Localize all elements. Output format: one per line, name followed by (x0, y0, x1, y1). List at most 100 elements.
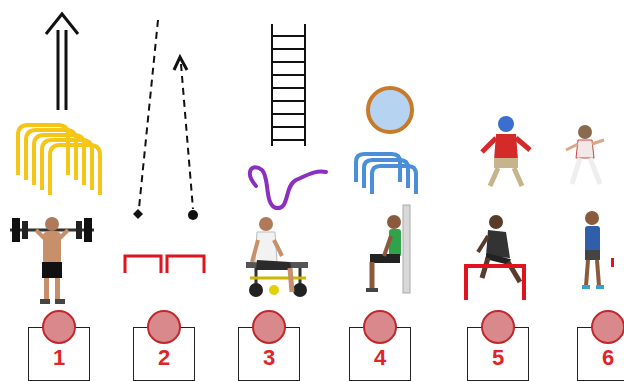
stretching-athlete (566, 125, 604, 184)
agility-ladder-part (272, 48, 305, 50)
stretching-athlete-part (578, 125, 592, 139)
wall-sit-athlete-part (370, 262, 375, 290)
red-mini-hurdles-part (125, 256, 161, 273)
standing-athlete-part (597, 260, 599, 286)
stretching-athlete-part (572, 158, 580, 184)
wall-sit-athlete (366, 205, 410, 293)
purple-band (250, 167, 326, 208)
sprint-arrow-part (65, 30, 68, 110)
jumping-athlete-part (514, 168, 522, 186)
bench-athlete-part (290, 268, 292, 292)
standing-athlete-part (585, 250, 600, 260)
station-box: 4 (349, 327, 411, 381)
wall-sit-athlete-part (387, 215, 401, 229)
station-dot (481, 310, 515, 344)
standing-athlete-part (586, 260, 588, 286)
agility-ladder-part (272, 139, 305, 141)
bench-athlete-part (249, 283, 263, 297)
weightlifter (10, 217, 94, 304)
dashed-run-lines-part (181, 64, 193, 209)
bench-athlete-part (255, 268, 258, 284)
weightlifter-part (22, 221, 28, 239)
run-markers-part (188, 210, 198, 220)
dashed-run-lines (139, 20, 193, 209)
weightlifter-part (42, 262, 62, 278)
agility-ladder-part (272, 100, 305, 102)
jumping-athlete-part (498, 116, 514, 132)
stretching-athlete-part (566, 144, 578, 150)
dashed-run-lines-part (139, 20, 158, 208)
target-circle-part (368, 88, 412, 132)
jumping-athlete-part (494, 134, 518, 160)
bench-athlete-part (255, 232, 277, 262)
red-marker (611, 258, 614, 267)
weightlifter-part (76, 221, 82, 239)
weightlifter-part (55, 299, 65, 304)
standing-athlete-part (585, 226, 600, 252)
bench-athlete-part (259, 217, 273, 231)
box-jump-athlete-part (486, 230, 510, 258)
wall-sit-athlete-part (366, 288, 378, 292)
yellow-hurdles (18, 125, 100, 195)
agility-ladder-part (272, 113, 305, 115)
station-dot (147, 310, 181, 344)
station-box: 5 (467, 327, 529, 381)
red-marker-part (611, 258, 614, 267)
bench-athlete-part (274, 240, 282, 256)
jumping-athlete-part (482, 138, 496, 152)
station-number: 5 (468, 346, 528, 370)
bench-athlete-part (256, 260, 292, 270)
station-number: 1 (29, 346, 89, 370)
red-mini-hurdles (125, 256, 204, 273)
box-jump-athlete-part (478, 236, 488, 252)
run-markers (133, 209, 198, 220)
standing-athlete (582, 211, 604, 289)
jumping-athlete-part (494, 158, 518, 168)
box-jump-athlete-part (489, 215, 503, 229)
weightlifter-part (55, 278, 60, 300)
agility-ladder-part (272, 61, 305, 63)
weightlifter-part (36, 230, 44, 238)
stretching-athlete-part (576, 140, 594, 158)
bench-athlete-part (250, 277, 306, 280)
bench-athlete (246, 217, 308, 297)
station-box: 1 (28, 327, 90, 381)
station-number: 3 (239, 346, 299, 370)
yellow-hurdles-part (50, 145, 100, 195)
bench-athlete-part (252, 240, 258, 262)
station-box: 6 (577, 327, 624, 381)
red-plyo-box-part (466, 266, 524, 300)
purple-band-part (250, 167, 326, 208)
station-dot (42, 310, 76, 344)
target-circle (368, 88, 412, 132)
weightlifter-part (60, 230, 68, 238)
run-markers-part (133, 209, 143, 219)
station-box: 3 (238, 327, 300, 381)
standing-athlete-part (596, 285, 604, 289)
agility-ladder-part (272, 87, 305, 89)
bench-athlete-part (293, 283, 307, 297)
bench-athlete-part (269, 285, 279, 295)
weightlifter-part (84, 218, 92, 242)
red-mini-hurdles-part (167, 256, 204, 273)
standing-athlete-part (585, 211, 599, 225)
stretching-athlete-part (592, 140, 604, 144)
station-dot (363, 310, 397, 344)
agility-ladder-part (272, 74, 305, 76)
sprint-arrow-part (57, 30, 60, 110)
jumping-athlete (482, 116, 530, 186)
standing-athlete-part (582, 285, 590, 289)
station-box: 2 (133, 327, 195, 381)
sprint-arrow (46, 14, 78, 110)
blue-hurdles-part (372, 166, 416, 194)
station-number: 2 (134, 346, 194, 370)
agility-ladder (272, 24, 305, 146)
sprint-arrow-part (46, 14, 78, 34)
box-jump-athlete (478, 215, 520, 282)
jumping-athlete-part (516, 138, 530, 150)
weightlifter-part (45, 217, 59, 231)
station-number: 4 (350, 346, 410, 370)
dashed-run-lines-part (174, 57, 187, 70)
weightlifter-part (40, 299, 50, 304)
